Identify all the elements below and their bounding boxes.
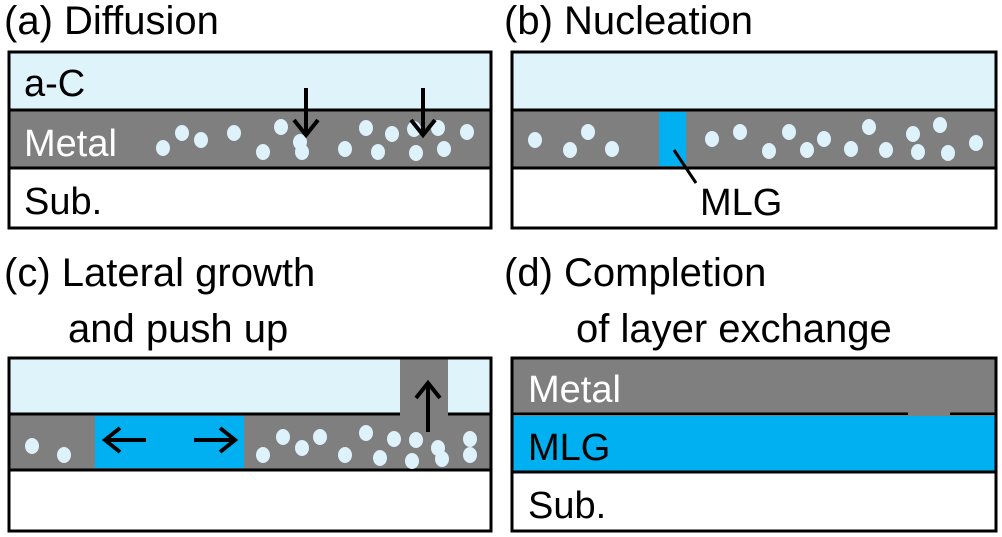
- panel-b-substrate-layer: [512, 168, 996, 228]
- metal-particle: [405, 453, 419, 469]
- metal-particle: [274, 119, 288, 135]
- metal-particle: [175, 125, 189, 141]
- panel-a-title: (a) Diffusion: [4, 0, 219, 43]
- metal-particle: [605, 141, 619, 157]
- panel-b-mlg-callout-line: [672, 149, 698, 184]
- panel-b-mlg-nucleus: [659, 112, 686, 166]
- panel-c: (c) Lateral growth and push up: [4, 251, 493, 533]
- panel-a-sub-label: Sub.: [24, 181, 102, 223]
- metal-particle: [817, 131, 831, 147]
- metal-particle: [256, 447, 270, 463]
- panel-b-mlg-callout: MLG: [700, 182, 782, 224]
- panel-b: (b) Nucleation MLG: [504, 0, 998, 230]
- metal-particle: [156, 140, 170, 156]
- metal-particle: [463, 431, 477, 447]
- metal-particle: [705, 131, 719, 147]
- metal-particle: [844, 141, 858, 157]
- panel-d-metal-remnant: [908, 412, 950, 419]
- metal-particle: [385, 126, 399, 142]
- panel-a-frame: [7, 50, 493, 230]
- metal-particle: [387, 431, 401, 447]
- metal-particle: [437, 141, 451, 157]
- metal-particle: [295, 144, 309, 160]
- panel-c-left-growth-arrow: [101, 426, 146, 454]
- panel-d-mlg-layer: [512, 416, 996, 472]
- metal-particle: [57, 447, 71, 463]
- metal-particle: [313, 429, 327, 445]
- panel-a-diffusion-arrow-1: [292, 88, 320, 139]
- panel-a-substrate-layer: [9, 168, 491, 228]
- metal-particle: [227, 125, 241, 141]
- panel-b-ac-layer: [512, 52, 996, 110]
- metal-particle: [435, 451, 449, 467]
- metal-particle: [371, 144, 385, 160]
- metal-particle: [338, 447, 352, 463]
- panel-a-metal-layer: [9, 110, 491, 168]
- panel-b-title: (b) Nucleation: [504, 0, 753, 43]
- panel-d-mlg-label: MLG: [528, 427, 610, 469]
- panel-b-dots: [528, 117, 983, 161]
- panel-a: (a) Diffusion a-C Metal Sub.: [4, 0, 493, 230]
- metal-particle: [941, 145, 955, 161]
- metal-particle: [563, 142, 577, 158]
- panel-c-title-line2: and push up: [68, 307, 288, 351]
- panel-d-metal-layer: [512, 358, 996, 414]
- panel-a-metal-label: Metal: [24, 123, 117, 165]
- metal-particle: [338, 141, 352, 157]
- metal-particle: [933, 117, 947, 133]
- metal-particle: [463, 447, 477, 463]
- panel-b-metal-layer: [512, 110, 996, 168]
- metal-particle: [409, 432, 423, 448]
- metal-particle: [276, 429, 290, 445]
- metal-particle: [25, 438, 39, 454]
- panel-d: (d) Completion of layer exchange Metal M…: [504, 251, 998, 533]
- panel-a-diffusion-arrow-2: [409, 88, 437, 139]
- panel-c-title-line1: (c) Lateral growth: [4, 251, 315, 295]
- metal-particle: [800, 142, 814, 158]
- panel-a-dots: [156, 119, 474, 161]
- panel-d-substrate-layer: [512, 472, 996, 531]
- metal-particle: [733, 124, 747, 140]
- metal-particle: [581, 124, 595, 140]
- metal-particle: [762, 143, 776, 159]
- metal-particle: [373, 450, 387, 466]
- metal-particle: [911, 144, 925, 160]
- metal-particle: [528, 132, 542, 148]
- metal-particle: [879, 142, 893, 158]
- panel-c-right-growth-arrow: [194, 426, 239, 454]
- metal-particle: [431, 120, 445, 136]
- metal-particle: [906, 126, 920, 142]
- metal-particle: [359, 120, 373, 136]
- panel-c-frame: [7, 356, 493, 533]
- panel-a-ac-layer: [9, 52, 491, 110]
- metal-particle: [194, 132, 208, 148]
- metal-particle: [460, 124, 474, 140]
- metal-particle: [782, 124, 796, 140]
- panel-b-frame: [510, 50, 998, 230]
- panel-d-sub-label: Sub.: [528, 485, 606, 527]
- panel-c-substrate-layer: [9, 470, 491, 531]
- panel-c-push-up-arrow: [414, 379, 442, 432]
- metal-particle: [359, 425, 373, 441]
- metal-particle: [969, 135, 983, 151]
- panel-a-ac-label: a-C: [24, 63, 85, 105]
- metal-particle: [409, 145, 423, 161]
- panel-d-title-line2: of layer exchange: [576, 307, 892, 351]
- metal-particle: [295, 440, 309, 456]
- metal-particle: [862, 119, 876, 135]
- metal-particle: [256, 144, 270, 160]
- panel-d-title-line1: (d) Completion: [504, 251, 766, 295]
- panel-c-dots: [25, 425, 477, 469]
- panel-d-metal-label: Metal: [528, 369, 621, 411]
- panel-d-frame: [510, 356, 998, 533]
